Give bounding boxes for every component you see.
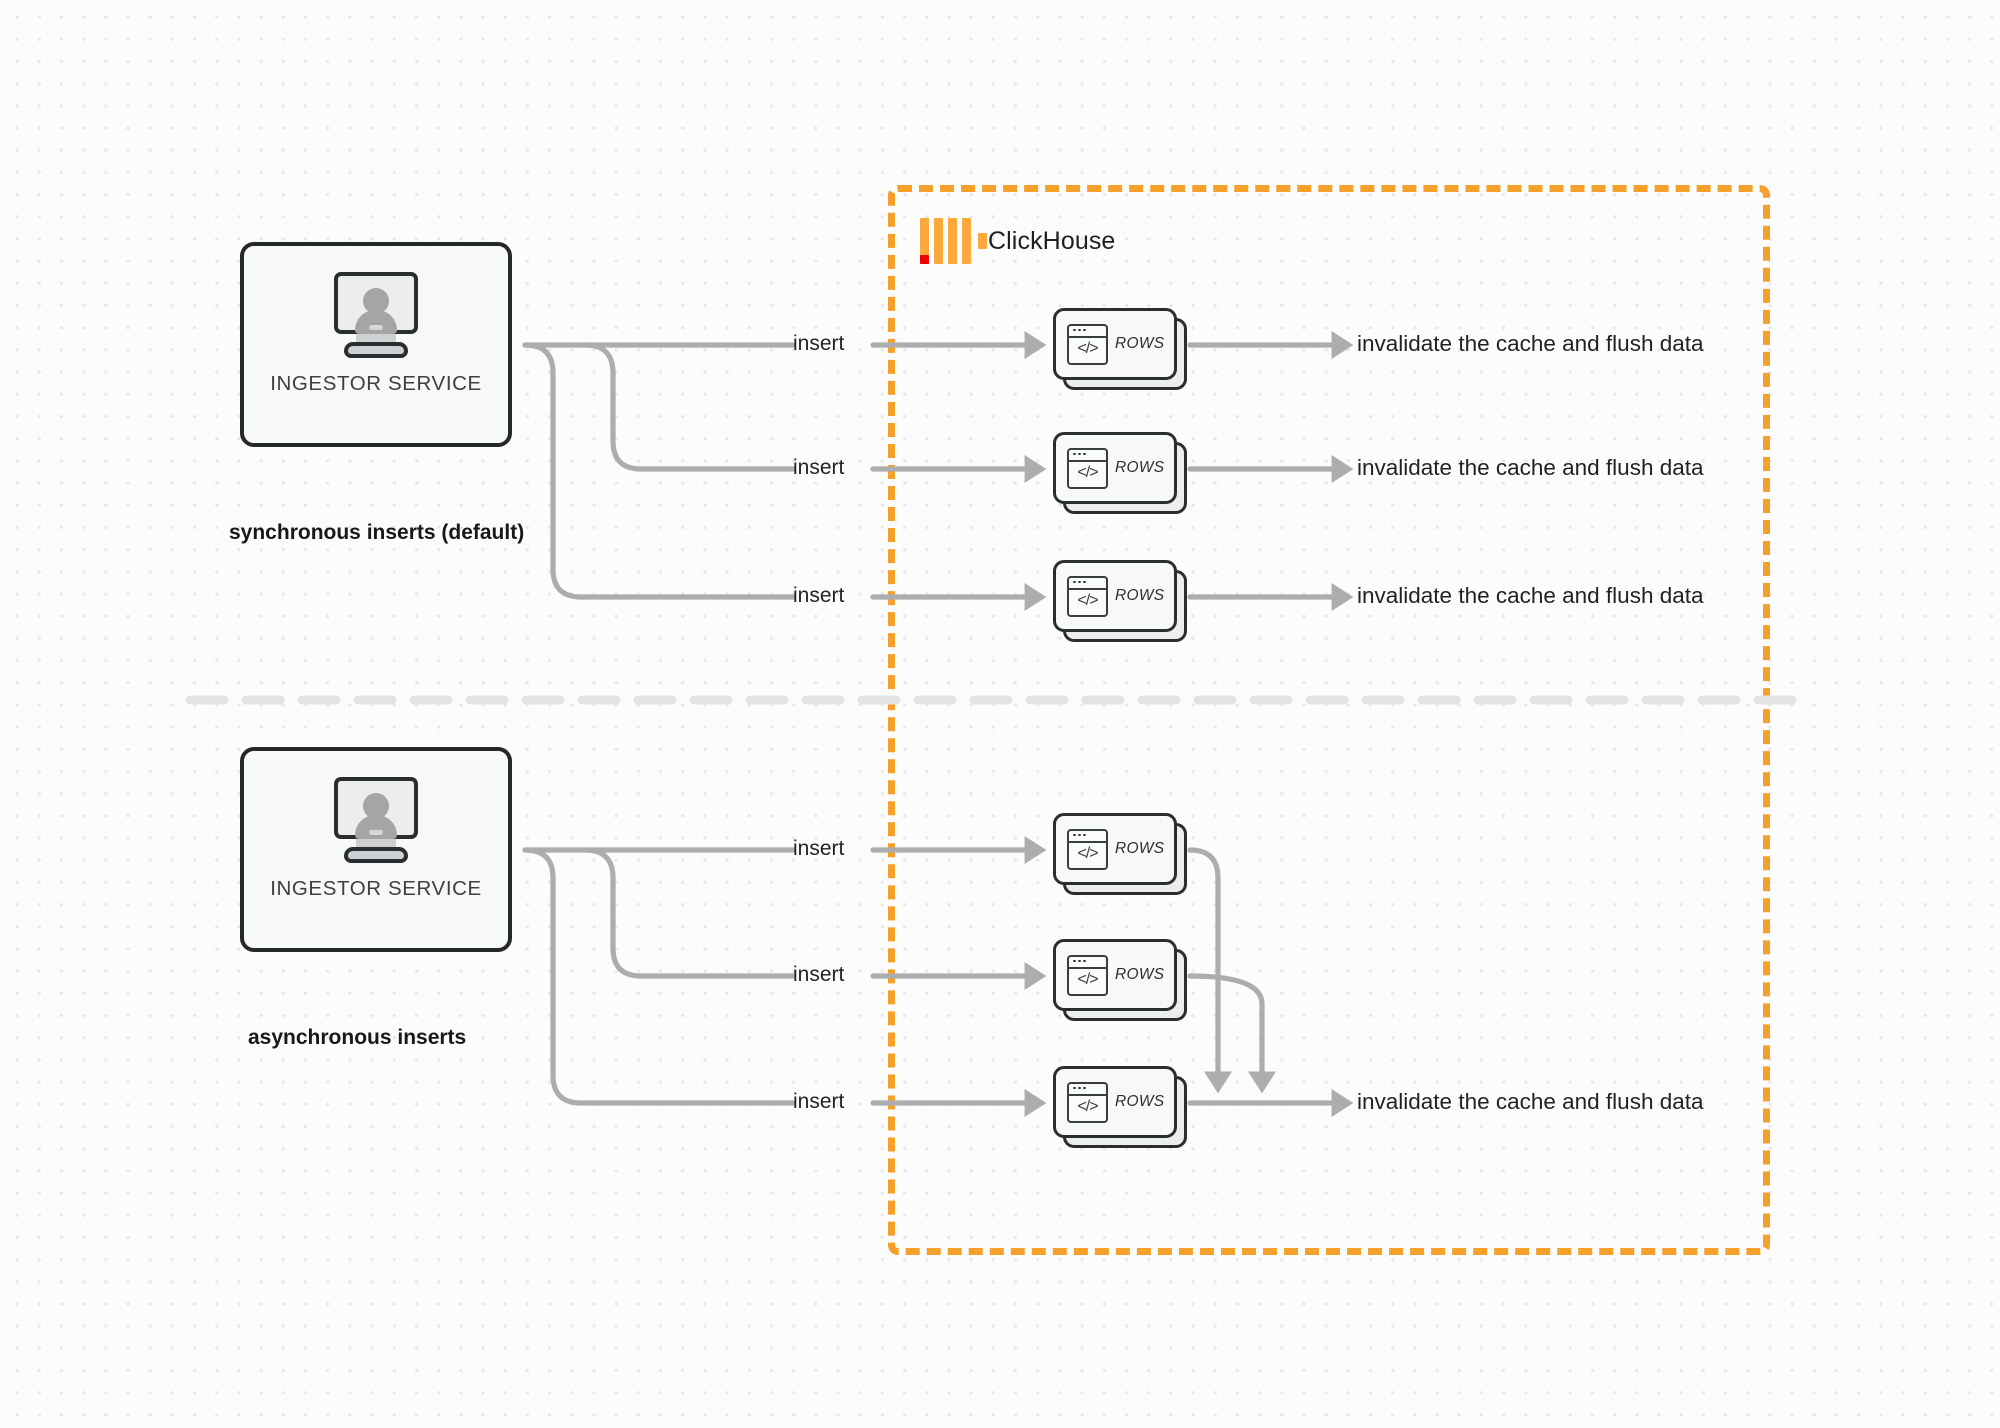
code-window-icon: </> <box>1067 575 1108 617</box>
rows-label: ROWS <box>1115 1093 1165 1110</box>
rows-label: ROWS <box>1115 335 1165 352</box>
rows-node-6[interactable]: </> ROWS <box>1053 1066 1187 1148</box>
ingestor-service-asynchronous[interactable]: INGESTOR SERVICE <box>240 747 512 952</box>
edge-label-insert-3: insert <box>793 584 845 607</box>
edge-label-async-insert-2: insert <box>793 963 845 986</box>
clickhouse-logo-text: ClickHouse <box>988 226 1116 255</box>
code-glyph: </> <box>1077 1098 1098 1115</box>
sink-label-2: invalidate the cache and flush data <box>1357 455 1704 480</box>
section-caption-synchronous: synchronous inserts (default) <box>229 521 525 544</box>
code-glyph: </> <box>1077 464 1098 481</box>
clickhouse-red-square-icon <box>920 255 929 264</box>
rows-label: ROWS <box>1115 966 1165 983</box>
rows-label: ROWS <box>1115 459 1165 476</box>
code-glyph: </> <box>1077 592 1098 609</box>
code-window-icon: </> <box>1067 828 1108 870</box>
ingestor-service-synchronous[interactable]: INGESTOR SERVICE <box>240 242 512 447</box>
rows-label: ROWS <box>1115 587 1165 604</box>
clickhouse-dot-icon <box>978 233 987 249</box>
clickhouse-bars-icon <box>920 218 987 264</box>
code-glyph: </> <box>1077 971 1098 988</box>
code-window-icon: </> <box>1067 1081 1108 1123</box>
code-window-icon: </> <box>1067 447 1108 489</box>
ingestor-service-label: INGESTOR SERVICE <box>270 877 482 900</box>
rows-node-3[interactable]: </> ROWS <box>1053 560 1187 642</box>
edge-label-insert-2: insert <box>793 456 845 479</box>
rows-label: ROWS <box>1115 840 1165 857</box>
edge-label-insert-1: insert <box>793 332 845 355</box>
rows-node-4[interactable]: </> ROWS <box>1053 813 1187 895</box>
rows-node-2[interactable]: </> ROWS <box>1053 432 1187 514</box>
code-glyph: </> <box>1077 845 1098 862</box>
sink-label-3: invalidate the cache and flush data <box>1357 583 1704 608</box>
rows-node-1[interactable]: </> ROWS <box>1053 308 1187 390</box>
clickhouse-boundary <box>888 185 1770 1255</box>
section-caption-asynchronous: asynchronous inserts <box>248 1026 467 1049</box>
merged-sink-label: invalidate the cache and flush data <box>1357 1089 1704 1114</box>
rows-node-5[interactable]: </> ROWS <box>1053 939 1187 1021</box>
edge-label-async-insert-3: insert <box>793 1090 845 1113</box>
ingestor-service-label: INGESTOR SERVICE <box>270 372 482 395</box>
user-monitor-icon <box>330 272 422 358</box>
clickhouse-logo: ClickHouse <box>920 218 1115 264</box>
user-monitor-icon <box>330 777 422 863</box>
code-window-icon: </> <box>1067 323 1108 365</box>
code-window-icon: </> <box>1067 954 1108 996</box>
edge-label-async-insert-1: insert <box>793 837 845 860</box>
code-glyph: </> <box>1077 340 1098 357</box>
sink-label-1: invalidate the cache and flush data <box>1357 331 1704 356</box>
